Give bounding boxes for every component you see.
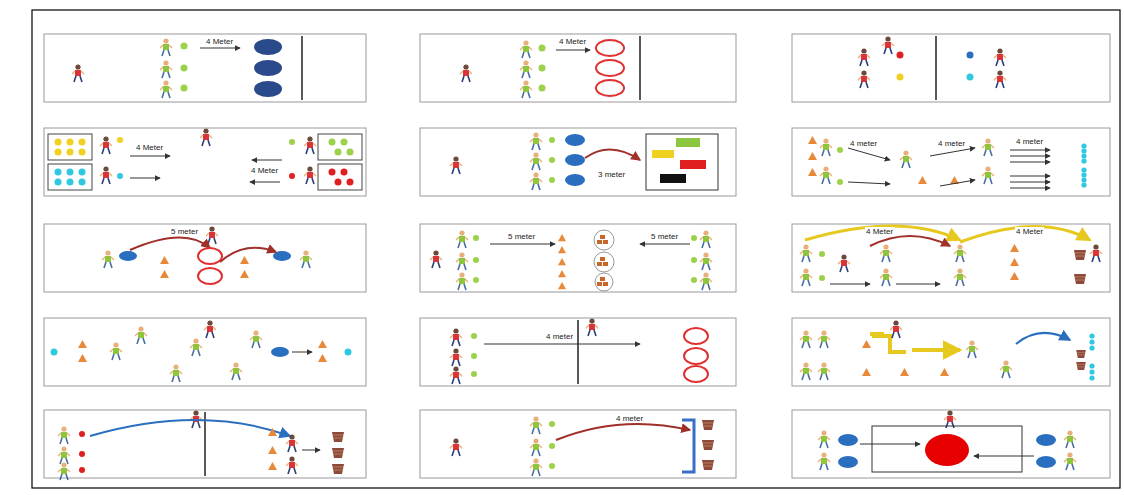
distance-label: 5 meter (507, 232, 536, 241)
distance-label: 4 Meter (135, 143, 164, 152)
distance-label: 4 Meter (558, 37, 587, 46)
distance-label: 4 meter (849, 139, 878, 148)
distance-label: 4 Meter (865, 227, 894, 236)
distance-label: 3 meter (597, 170, 626, 179)
distance-label: 4 Meter (205, 37, 234, 46)
distance-label: 4 Meter (250, 166, 279, 175)
distance-label: 4 meter (937, 139, 966, 148)
distance-label: 4 meter (545, 332, 574, 341)
distance-label: 4 Meter (1015, 227, 1044, 236)
distance-label: 5 meter (650, 232, 679, 241)
distance-label: 5 meter (170, 227, 199, 236)
distance-label: 4 meter (1015, 137, 1044, 146)
distance-label: 4 meter (615, 414, 644, 423)
